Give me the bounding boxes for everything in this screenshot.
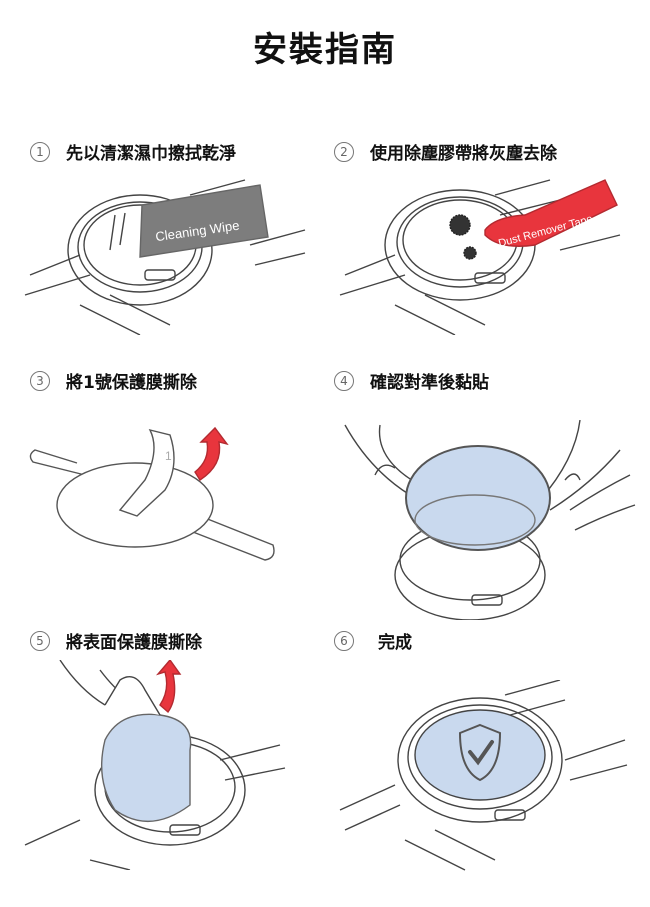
step-6-heading: 6 完成 xyxy=(334,628,412,653)
step-5-heading: 5 將表面保護膜撕除 xyxy=(30,628,202,653)
step-text: 先以清潔濕巾擦拭乾淨 xyxy=(66,144,236,164)
step-text: 確認對準後黏貼 xyxy=(370,373,489,393)
step-number: 1 xyxy=(30,141,50,162)
completed-illustration xyxy=(339,680,628,871)
step-number: 6 xyxy=(334,630,354,651)
step-3-heading: 3 將1號保護膜撕除 xyxy=(30,368,197,393)
peel-arrow-icon xyxy=(194,426,229,481)
step-text: 將1號保護膜撕除 xyxy=(66,373,197,393)
step-text: 完成 xyxy=(378,633,412,653)
step-text: 將表面保護膜撕除 xyxy=(66,633,202,653)
step-number: 4 xyxy=(334,370,354,391)
cleaning-wipe-illustration: Cleaning Wipe xyxy=(24,179,306,335)
page-title: 安裝指南 xyxy=(253,30,397,70)
remove-film-1-illustration: 1 xyxy=(29,426,275,561)
dust-remover-illustration: Dust Remover Tape xyxy=(339,179,621,335)
step-1-heading: 1 先以清潔濕巾擦拭乾淨 xyxy=(30,139,236,164)
step-number: 2 xyxy=(334,141,354,162)
peel-arrow-icon xyxy=(155,660,182,714)
step-number: 5 xyxy=(30,630,50,651)
step-2-heading: 2 使用除塵膠帶將灰塵去除 xyxy=(334,139,557,164)
step-4-heading: 4 確認對準後黏貼 xyxy=(334,368,489,393)
step-number: 3 xyxy=(30,370,50,391)
align-apply-illustration xyxy=(344,420,636,620)
film-tab-number: 1 xyxy=(165,449,172,463)
step-text: 使用除塵膠帶將灰塵去除 xyxy=(370,144,557,164)
remove-surface-film-illustration xyxy=(24,660,286,870)
shield-check-icon xyxy=(458,723,502,782)
